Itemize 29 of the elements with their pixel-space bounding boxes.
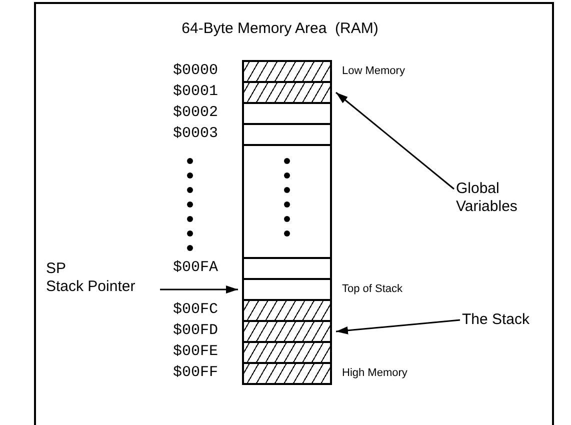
memory-note: High Memory xyxy=(342,367,408,379)
diagram-title: 64-Byte Memory Area (RAM) xyxy=(180,20,380,37)
memory-address: $00FE xyxy=(172,343,218,360)
memory-cell xyxy=(242,102,332,125)
memory-address: $00FA xyxy=(172,259,218,276)
hatched-memory-cell xyxy=(242,320,332,343)
hatched-memory-cell xyxy=(242,341,332,364)
memory-address: $0002 xyxy=(172,104,218,121)
memory-cell xyxy=(242,144,332,259)
memory-address: $00FF xyxy=(172,364,218,381)
memory-address: $0001 xyxy=(172,83,218,100)
hatched-memory-cell xyxy=(242,60,332,83)
callout-label: Global Variables xyxy=(456,180,546,216)
arrow xyxy=(336,319,460,334)
memory-address: $00FC xyxy=(172,301,218,318)
memory-cell xyxy=(242,278,332,301)
hatched-memory-cell xyxy=(242,81,332,104)
hatched-memory-cell xyxy=(242,299,332,322)
callout-label: The Stack xyxy=(462,311,552,329)
memory-cell xyxy=(242,123,332,146)
memory-address: $00FD xyxy=(172,322,218,339)
memory-address: $0000 xyxy=(172,62,218,79)
callout-label: SP Stack Pointer xyxy=(46,260,156,296)
memory-address: $0003 xyxy=(172,125,218,142)
arrow xyxy=(336,92,454,190)
memory-note: Low Memory xyxy=(342,65,405,77)
memory-note: Top of Stack xyxy=(342,283,403,295)
hatched-memory-cell xyxy=(242,362,332,385)
arrow xyxy=(160,286,238,294)
